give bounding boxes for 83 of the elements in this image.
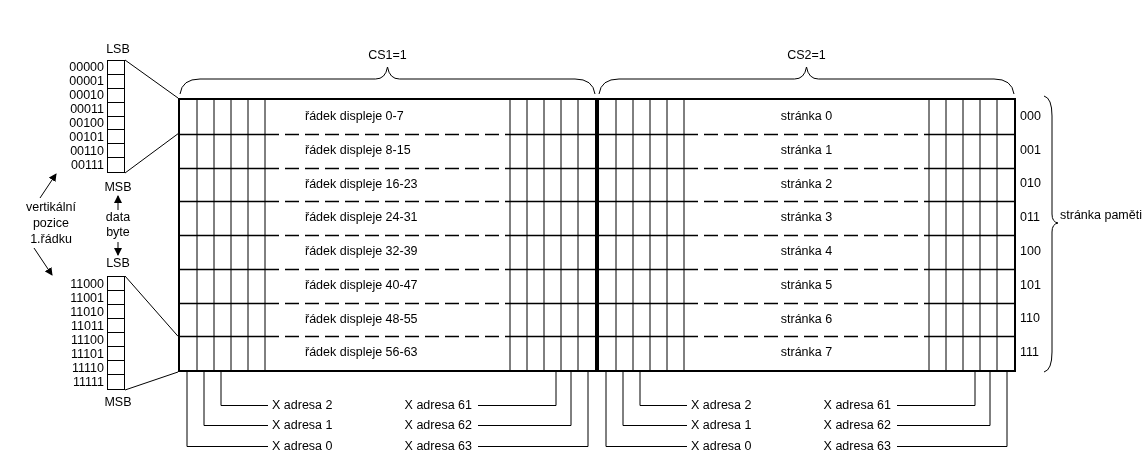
arrow <box>114 241 122 256</box>
arrow <box>33 247 53 276</box>
memory-row: řádek displeje 8-15 <box>180 135 595 166</box>
memory-row: řádek displeje 0-7 <box>180 102 595 132</box>
annotation-text: stránka paměti <box>1060 208 1142 223</box>
address-label: X adresa 63 <box>819 439 891 454</box>
bit-label: MSB <box>103 395 133 410</box>
page-address: 110 <box>1020 311 1041 327</box>
page-address: 010 <box>1020 176 1042 192</box>
bit-label: LSB <box>105 42 131 57</box>
memory-row: stránka 5 <box>599 270 1014 301</box>
memory-row: řádek displeje 16-23 <box>180 169 595 200</box>
memory-row: stránka 1 <box>599 135 1014 166</box>
leader-line <box>203 371 269 426</box>
chip-select-label: CS2=1 <box>786 48 827 63</box>
page-address: 111 <box>1020 345 1040 361</box>
leader-line <box>605 371 688 447</box>
annotation-text: data byte <box>98 210 138 242</box>
arrow <box>39 173 57 199</box>
leader-line <box>220 371 269 406</box>
leader-line <box>477 371 557 406</box>
memory-row: řádek displeje 24-31 <box>180 203 595 233</box>
leader-line <box>896 371 976 406</box>
leader-line <box>622 371 688 426</box>
leader-line <box>896 371 1008 447</box>
memory-block <box>597 98 1016 372</box>
address-label: X adresa 61 <box>400 398 472 413</box>
memory-row: řádek displeje 48-55 <box>180 304 595 335</box>
leader-line <box>477 371 589 447</box>
bit-address: 00010 <box>68 89 104 103</box>
address-label: X adresa 2 <box>272 398 344 413</box>
memory-row: řádek displeje 40-47 <box>180 270 595 301</box>
page-address: 000 <box>1020 108 1042 124</box>
address-label: X adresa 2 <box>691 398 763 413</box>
chip-select-label: CS1=1 <box>367 48 408 63</box>
memory-row: řádek displeje 56-63 <box>180 338 595 368</box>
leader-line <box>639 371 688 406</box>
memory-row: řádek displeje 32-39 <box>180 237 595 267</box>
annotation-text: LSB <box>98 256 138 271</box>
bit-address: 00111 <box>70 158 104 172</box>
projection-line <box>124 371 179 391</box>
leader-line <box>186 371 269 447</box>
address-label: X adresa 0 <box>691 439 763 454</box>
address-label: X adresa 0 <box>272 439 344 454</box>
page-address: 001 <box>1020 142 1042 158</box>
page-address: 100 <box>1020 243 1042 259</box>
bit-address: 00100 <box>68 116 104 130</box>
annotation-text: vertikální pozice 1.řádku <box>14 199 88 247</box>
memory-row: stránka 0 <box>599 102 1014 132</box>
bit-address: 11011 <box>70 319 104 333</box>
address-label: X adresa 62 <box>819 418 891 433</box>
address-label: X adresa 1 <box>272 418 344 433</box>
bit-address: 00011 <box>69 103 104 117</box>
bit-address: 11100 <box>70 333 104 347</box>
memory-row: stránka 7 <box>599 338 1014 368</box>
bit-address: 00101 <box>68 130 104 144</box>
projection-line <box>124 59 179 99</box>
bit-address: 11010 <box>69 305 104 319</box>
memory-row: stránka 6 <box>599 304 1014 335</box>
annotation-text: MSB <box>98 180 138 195</box>
arrow <box>114 195 122 211</box>
memory-row: stránka 2 <box>599 169 1014 200</box>
projection-line <box>124 275 179 337</box>
bit-address: 11000 <box>69 277 104 291</box>
bit-address: 11001 <box>69 291 104 305</box>
page-address: 011 <box>1020 210 1041 226</box>
memory-block <box>178 98 597 372</box>
bit-address: 00001 <box>68 75 104 89</box>
bit-address: 11101 <box>70 347 104 361</box>
leader-line <box>477 371 572 426</box>
bit-address: 11110 <box>71 361 104 375</box>
projection-line <box>124 133 179 174</box>
address-label: X adresa 61 <box>819 398 891 413</box>
bit-address: 00000 <box>68 61 104 75</box>
address-label: X adresa 62 <box>400 418 472 433</box>
address-label: X adresa 63 <box>400 439 472 454</box>
bit-address: 00110 <box>69 144 104 158</box>
bit-address: 11111 <box>71 375 104 389</box>
leader-line <box>896 371 991 426</box>
address-label: X adresa 1 <box>691 418 763 433</box>
page-address: 101 <box>1020 277 1042 293</box>
memory-row: stránka 3 <box>599 203 1014 233</box>
memory-row: stránka 4 <box>599 237 1014 267</box>
